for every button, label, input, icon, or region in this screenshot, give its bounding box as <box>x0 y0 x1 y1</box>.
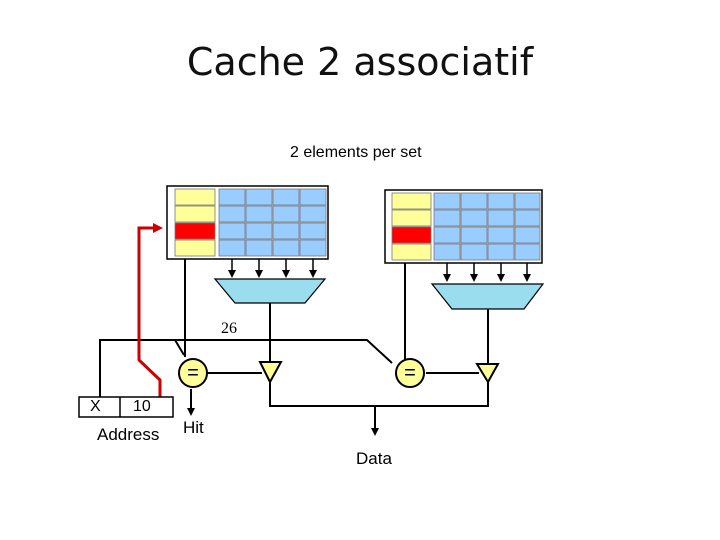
way-1-data-grid <box>433 192 541 261</box>
way-1-tag-cell <box>391 243 432 261</box>
comparator-1-equals-symbol: = <box>404 362 416 384</box>
way-0-selected-tag-cell <box>174 222 216 240</box>
way-1-tag-column <box>391 192 432 261</box>
way-0 <box>166 185 329 304</box>
tag-wire-to-comparator-1 <box>175 339 393 364</box>
way-1-data-arrows <box>443 263 531 282</box>
way-1-tag-cell <box>391 192 432 210</box>
way-0-multiplexer <box>213 278 327 304</box>
address-tag-field: X <box>90 398 101 415</box>
comparator-1 <box>395 358 425 388</box>
address-index-field: 10 <box>133 398 151 415</box>
slide-title: Cache 2 associatif <box>186 40 534 84</box>
way-0-tag-cell <box>174 188 216 206</box>
way-0-data-grid <box>218 188 327 257</box>
address-label: Address <box>97 425 160 444</box>
way-0-tag-cell <box>174 205 216 223</box>
comparator-0-circle <box>178 358 208 388</box>
way-1-selected-tag-cell <box>391 226 432 244</box>
buffer-way-0 <box>258 361 283 385</box>
data-bus <box>269 382 489 407</box>
buffer-way-1 <box>475 363 500 384</box>
way-1 <box>384 189 545 310</box>
subtitle: 2 elements per set <box>290 144 422 161</box>
tag-bits-label: 26 <box>221 320 237 337</box>
way-0-tag-column <box>174 188 216 257</box>
comparator-0-equals-symbol: = <box>187 362 199 384</box>
comparator-0 <box>178 358 208 388</box>
way-1-tag-cell <box>391 209 432 227</box>
address-register-box <box>78 396 174 418</box>
address-register <box>78 396 174 418</box>
index-line <box>137 223 163 397</box>
comparator-1-circle <box>395 358 425 388</box>
way-0-data-arrows <box>228 259 317 278</box>
data-label: Data <box>356 449 392 468</box>
hit-label: Hit <box>183 418 204 437</box>
way-0-tag-cell <box>174 239 216 257</box>
tag-wire-to-comparator-0 <box>99 339 185 397</box>
way-1-multiplexer <box>430 283 545 310</box>
